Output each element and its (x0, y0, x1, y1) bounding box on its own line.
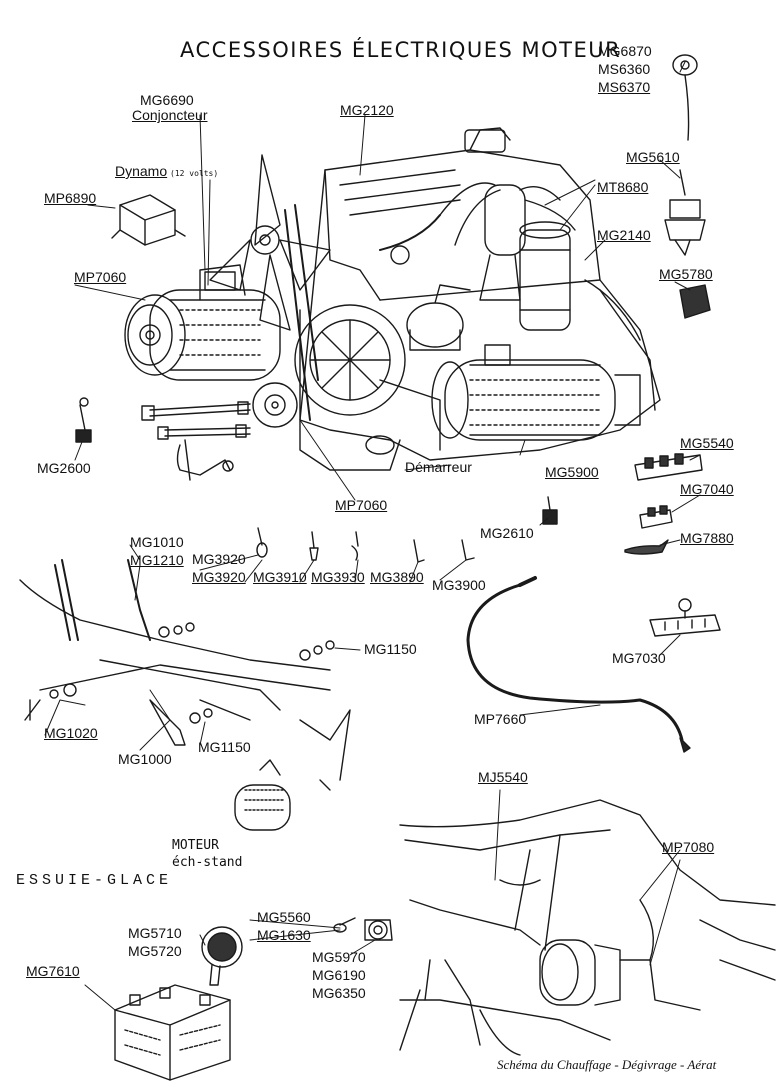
terminal-block-large (634, 453, 703, 481)
label-mg6190: MG6190 (312, 967, 366, 983)
label-mp7660: MP7660 (474, 711, 527, 727)
label-mp7060-bottom: MP7060 (335, 497, 388, 513)
battery-cable (466, 576, 691, 753)
dynamo-bracket (176, 439, 234, 481)
switch-assembly (664, 169, 706, 256)
label-mg1000: MG1000 (118, 751, 172, 767)
cable-terminals (256, 527, 475, 563)
label-mp7080: MP7080 (662, 839, 715, 855)
ignition-coil (519, 221, 571, 331)
label-mg1150-a: MG1150 (364, 641, 417, 657)
fuse-block (679, 284, 711, 319)
label-mg5780: MG5780 (659, 266, 713, 282)
label-mg5710: MG5710 (128, 925, 182, 941)
indicator-bulbs (333, 917, 393, 941)
label-mg1630: MG1630 (257, 927, 311, 943)
label-mg3910: MG3910 (253, 569, 307, 585)
label-mg2600: MG2600 (37, 460, 91, 476)
dynamo (124, 264, 281, 381)
label-mp7060-top: MP7060 (74, 269, 127, 285)
label-mg3920-a: MG3920 (192, 551, 246, 567)
label-mg5970: MG5970 (312, 949, 366, 965)
label-dynamo-volts: (12 volts) (170, 169, 219, 178)
label-mg5610: MG5610 (626, 149, 680, 165)
wiper-motor (201, 926, 243, 986)
label-mg6870: MG6870 (598, 43, 652, 59)
page-title: ACCESSOIRES ÉLECTRIQUES MOTEUR (180, 38, 622, 62)
label-mg5720: MG5720 (128, 943, 182, 959)
cable-clip (624, 539, 669, 555)
distributor (379, 182, 576, 301)
label-mg5560: MG5560 (257, 909, 311, 925)
label-mp6890: MP6890 (44, 190, 97, 206)
label-mg1020: MG1020 (44, 725, 98, 741)
label-mj5540: MJ5540 (478, 769, 528, 785)
dynamo-pulley (252, 382, 298, 428)
headlight-switch (649, 598, 721, 637)
label-mg5540: MG5540 (680, 435, 734, 451)
label-mg6690: MG6690 (140, 92, 194, 108)
label-mg3900: MG3900 (432, 577, 486, 593)
callout-leaders (44, 61, 701, 1011)
terminal-plug (75, 397, 92, 443)
starter-motor (431, 344, 641, 441)
label-mt8680: MT8680 (597, 179, 649, 195)
label-moteur: MOTEUR (172, 838, 219, 853)
label-mg6350: MG6350 (312, 985, 366, 1001)
label-mg7040: MG7040 (680, 481, 734, 497)
label-demarreur: Démarreur (405, 459, 472, 475)
label-essuie-glace: ESSUIE-GLACE (16, 872, 173, 889)
label-mg7610: MG7610 (26, 963, 80, 979)
battery (114, 984, 231, 1081)
label-dynamo: Dynamo (115, 163, 168, 179)
terminal-connector (542, 496, 558, 525)
fan-belt (284, 204, 319, 421)
label-mg7030: MG7030 (612, 650, 666, 666)
cooling-fan (209, 154, 331, 331)
label-conjoncteur: Conjoncteur (132, 107, 208, 123)
label-mg3930: MG3930 (311, 569, 365, 585)
label-mg3890: MG3890 (370, 569, 424, 585)
terminal-block-small (639, 505, 673, 529)
oil-dipstick-grommet (672, 54, 698, 141)
mounting-bolts (141, 401, 251, 440)
label-ms6370: MS6370 (598, 79, 651, 95)
label-mg7880: MG7880 (680, 530, 734, 546)
label-ech-stand: éch-stand (172, 855, 243, 870)
pulley-washer (365, 435, 395, 455)
voltage-regulator (111, 194, 186, 246)
label-mg2140: MG2140 (597, 227, 651, 243)
timing-cover (294, 304, 406, 471)
label-ms6360: MS6360 (598, 61, 651, 77)
heater-schematic (399, 799, 776, 1056)
heater-diagram-caption: Schéma du Chauffage - Dégivrage - Aérat (497, 1057, 717, 1072)
label-mg2120: MG2120 (340, 102, 394, 118)
label-mg5900: MG5900 (545, 464, 599, 480)
label-mg3920-b: MG3920 (192, 569, 246, 585)
engine-block (299, 127, 661, 461)
wiper-assembly (19, 559, 351, 831)
label-mg1210: MG1210 (130, 552, 184, 568)
label-mg1010: MG1010 (130, 534, 184, 550)
fuel-pump (406, 284, 471, 351)
label-mg1150-b: MG1150 (198, 739, 251, 755)
label-mg2610: MG2610 (480, 525, 534, 541)
